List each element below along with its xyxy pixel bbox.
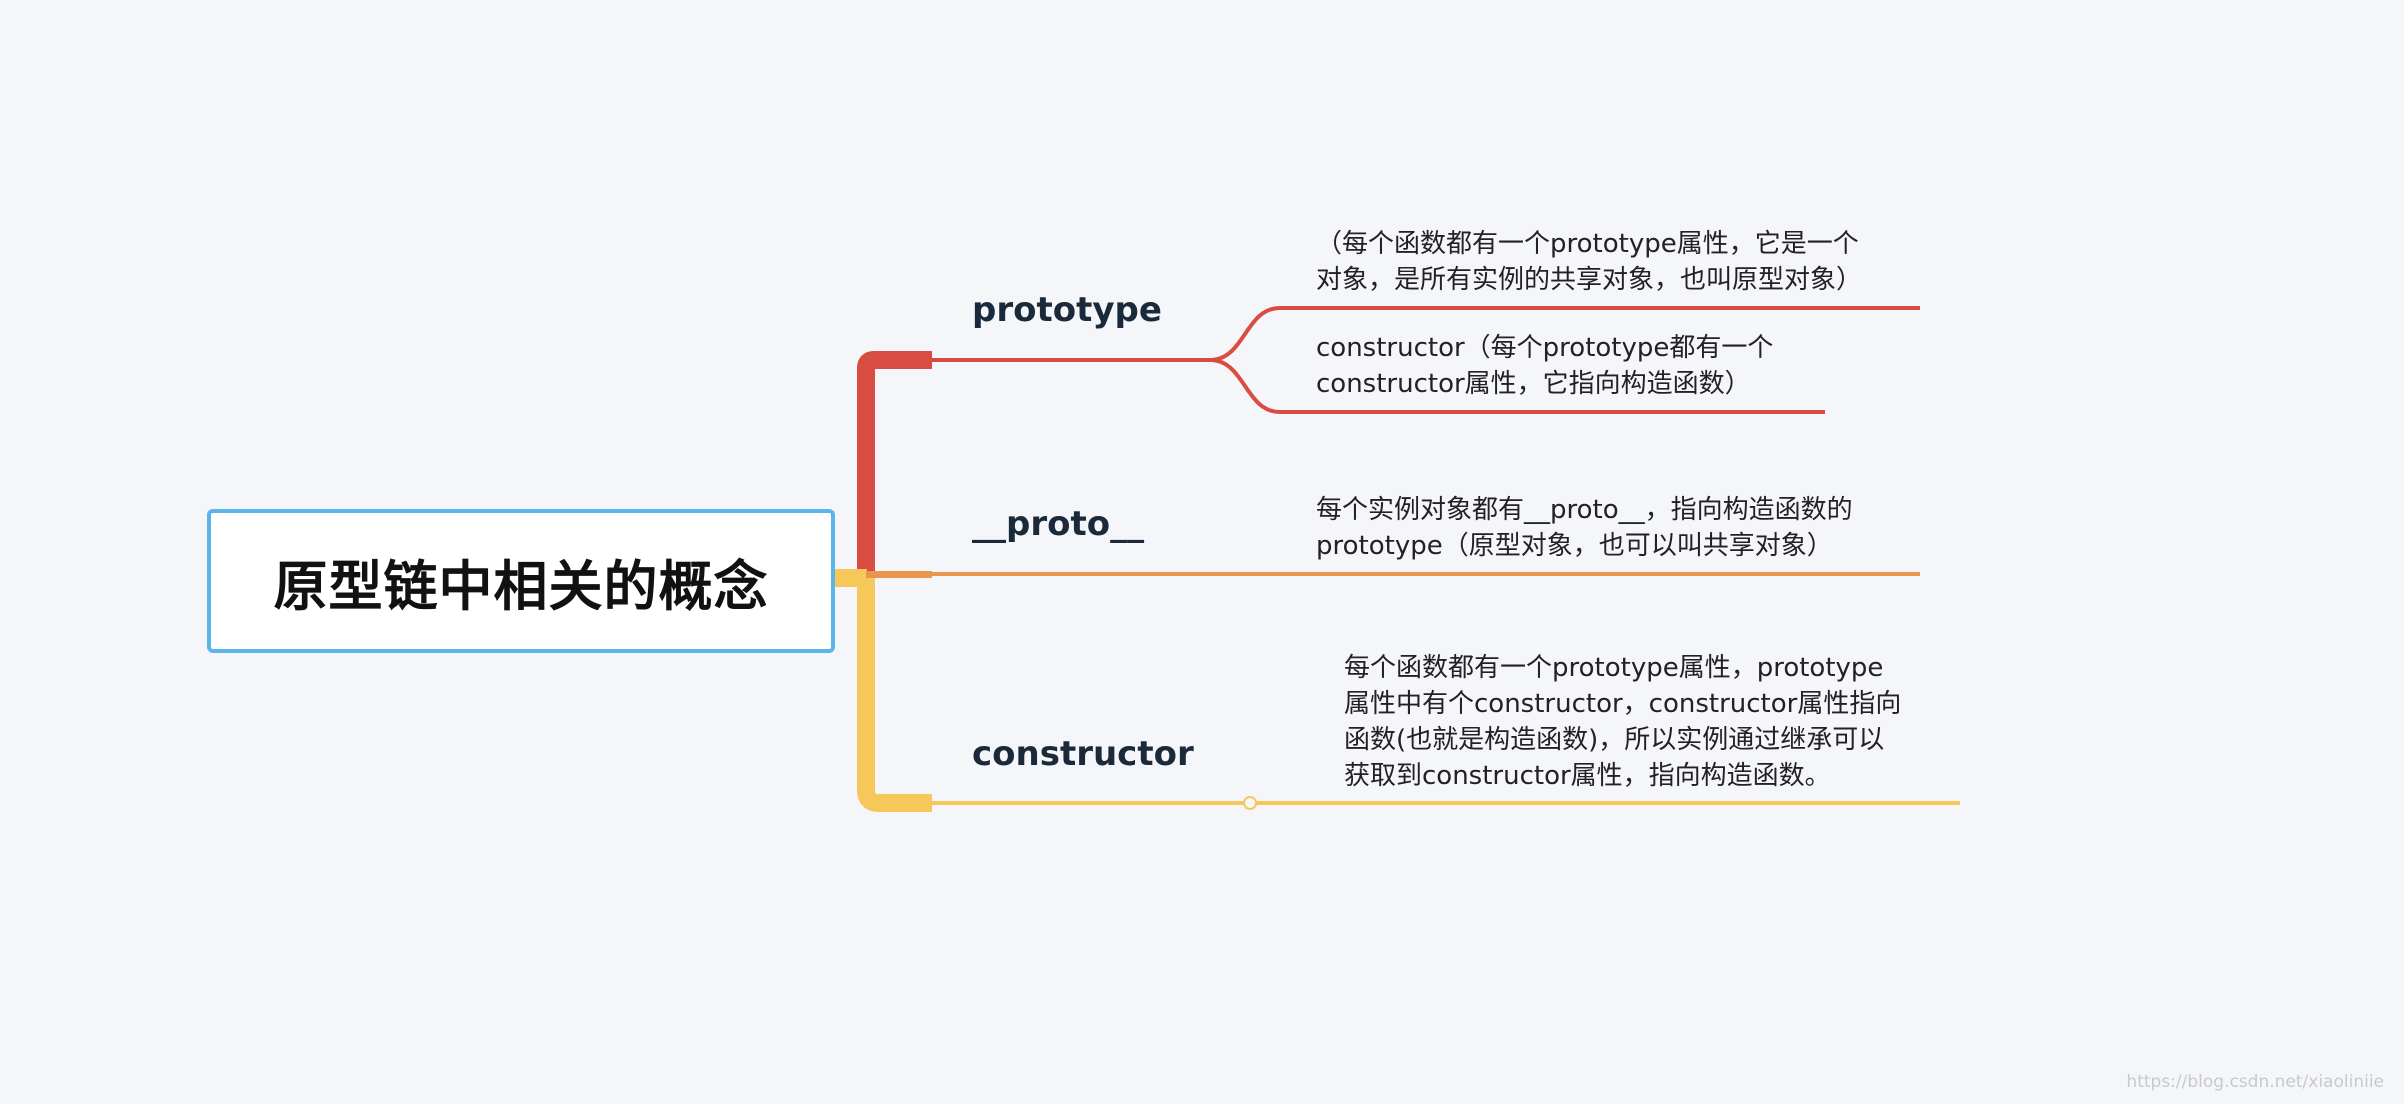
trunk-upper-connector (857, 351, 932, 578)
leaf-2-curve (1209, 358, 1825, 414)
leaf-line: 对象，是所有实例的共享对象，也叫原型对象） (1316, 265, 1863, 295)
leaf-line: constructor（每个prototype都有一个 (1316, 333, 1774, 363)
root-stub (833, 569, 867, 587)
root-title: 原型链中相关的概念 (273, 554, 769, 618)
root-topic[interactable]: 原型链中相关的概念 (207, 509, 835, 653)
leaf-line: prototype（原型对象，也可以叫共享对象） (1316, 531, 1833, 561)
proto-connector (866, 571, 932, 578)
branch-constructor-label[interactable]: constructor (972, 734, 1194, 774)
branch-proto-label[interactable]: __proto__ (972, 504, 1145, 544)
leaf-1-curve (1209, 306, 1920, 362)
leaf-line: 每个实例对象都有__proto__，指向构造函数的 (1316, 495, 1853, 525)
leaf-prototype-definition[interactable]: （每个函数都有一个prototype属性，它是一个 对象，是所有实例的共享对象，… (1316, 226, 1862, 298)
watermark: https://blog.csdn.net/xiaoliniie (2126, 1072, 2384, 1092)
leaf-line: （每个函数都有一个prototype属性，它是一个 (1316, 229, 1859, 259)
leaf-prototype-constructor[interactable]: constructor（每个prototype都有一个 constructor属… (1316, 330, 1773, 402)
leaf-line: 函数(也就是构造函数)，所以实例通过继承可以 (1344, 725, 1885, 755)
leaf-line: 每个函数都有一个prototype属性，prototype (1344, 653, 1884, 683)
leaf-line: constructor属性，它指向构造函数） (1316, 369, 1751, 399)
branch-constructor-node (1243, 796, 1257, 810)
leaf-constructor-definition[interactable]: 每个函数都有一个prototype属性，prototype 属性中有个const… (1344, 650, 1901, 794)
leaf-line: 获取到constructor属性，指向构造函数。 (1344, 761, 1831, 791)
leaf-proto-definition[interactable]: 每个实例对象都有__proto__，指向构造函数的 prototype（原型对象… (1316, 492, 1853, 564)
leaf-line: 属性中有个constructor，constructor属性指向 (1344, 689, 1902, 719)
branch-prototype-label[interactable]: prototype (972, 290, 1162, 330)
trunk-lower-connector (857, 574, 932, 812)
